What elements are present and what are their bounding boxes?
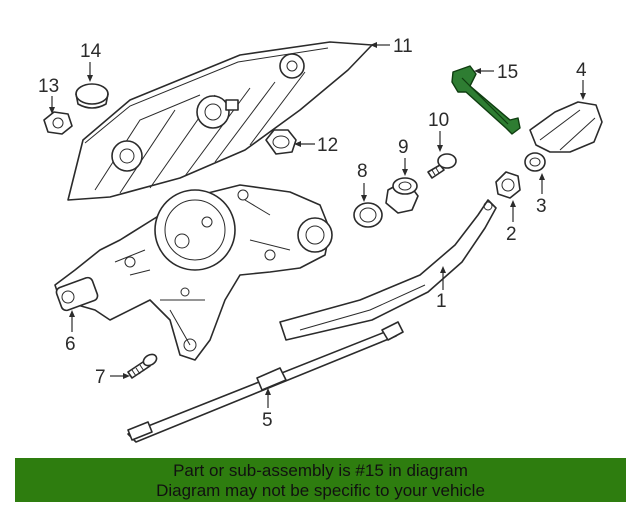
part-13-nut[interactable]	[43, 111, 73, 135]
callout-10: 10	[428, 110, 449, 131]
banner-line-2: Diagram may not be specific to your vehi…	[156, 481, 485, 500]
part-1-wiper-arm[interactable]	[279, 199, 497, 341]
callout-6: 6	[65, 334, 76, 355]
callout-14: 14	[80, 41, 102, 62]
wiper-motor[interactable]	[54, 184, 333, 361]
banner-line-1: Part or sub-assembly is #15 in diagram	[173, 461, 468, 480]
callout-11: 11	[393, 36, 413, 57]
callout-3: 3	[536, 196, 547, 217]
callout-13: 13	[38, 76, 59, 97]
part-4-cap[interactable]	[529, 101, 603, 153]
callout-4: 4	[576, 60, 587, 81]
callout-7: 7	[95, 367, 106, 388]
callout-15: 15	[497, 62, 518, 83]
part-14-cap[interactable]	[75, 83, 109, 109]
callout-5: 5	[262, 410, 273, 431]
callout-8: 8	[357, 161, 368, 182]
callouts: 1 2 3 4 5 6 7 8 9 10 11 12	[38, 36, 587, 431]
part-5-wiper-blade[interactable]	[127, 321, 404, 443]
part-12-nut[interactable]	[265, 129, 297, 155]
callout-2: 2	[506, 224, 517, 245]
info-banner: Part or sub-assembly is #15 in diagram D…	[15, 458, 626, 502]
part-11-cover[interactable]	[67, 41, 373, 201]
parts-diagram: 1 2 3 4 5 6 7 8 9 10 11 12	[38, 36, 603, 443]
callout-12: 12	[317, 135, 338, 156]
part-2-nut[interactable]	[495, 171, 521, 199]
part-3-washer[interactable]	[524, 152, 546, 172]
part-10-screw[interactable]	[427, 153, 457, 179]
callout-1: 1	[436, 291, 447, 312]
part-8-washer[interactable]	[353, 202, 383, 228]
callout-9: 9	[398, 137, 409, 158]
part-9-grommet[interactable]	[385, 177, 419, 214]
part-15-highlighted[interactable]	[451, 65, 521, 135]
part-7-bolt[interactable]	[127, 352, 159, 379]
